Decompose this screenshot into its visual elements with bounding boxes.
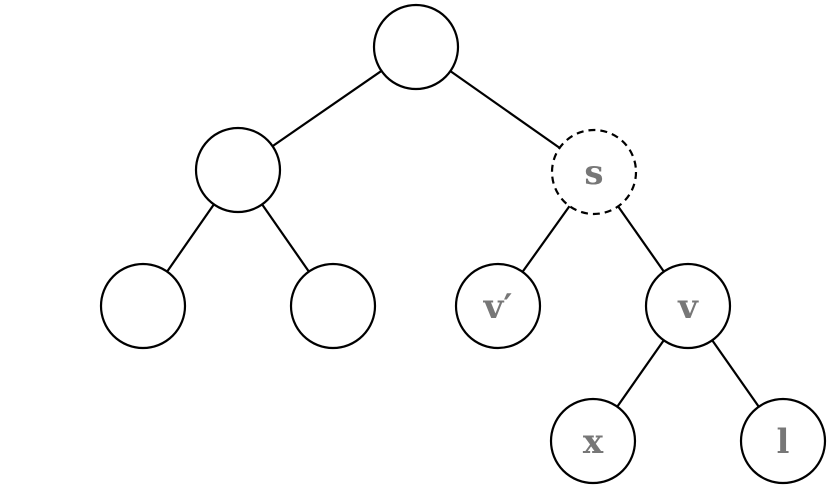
edge-v-to-l xyxy=(711,339,760,408)
edge-root-to-left xyxy=(271,69,383,148)
tree-nodes: s v′ v x l xyxy=(99,3,827,485)
node-left-right xyxy=(289,262,377,350)
edge-left-to-left-right xyxy=(261,203,310,273)
node-l: l xyxy=(739,397,827,485)
node-label-x: x xyxy=(583,422,604,462)
edge-left-to-left-left xyxy=(166,203,215,273)
edge-s-to-v xyxy=(617,205,665,273)
edge-root-to-s xyxy=(449,70,561,149)
node-circle-v xyxy=(644,262,732,350)
node-label-l: l xyxy=(777,422,790,462)
node-circle-x xyxy=(549,397,637,485)
node-v: v xyxy=(644,262,732,350)
node-label-v-prime: v′ xyxy=(483,287,513,327)
tree-edges xyxy=(166,69,760,408)
node-left xyxy=(194,126,282,214)
edge-s-to-v-prime xyxy=(521,205,571,273)
edge-v-to-x xyxy=(616,339,665,408)
node-label-s: s xyxy=(584,153,603,193)
node-circle-s xyxy=(550,128,638,216)
node-circle-left-left xyxy=(99,262,187,350)
node-circle-l xyxy=(739,397,827,485)
node-left-left xyxy=(99,262,187,350)
node-label-v: v xyxy=(677,287,699,327)
node-circle-left-right xyxy=(289,262,377,350)
node-root xyxy=(372,3,460,91)
node-circle-root xyxy=(372,3,460,91)
node-circle-v-prime xyxy=(454,262,542,350)
node-v-prime: v′ xyxy=(454,262,542,350)
node-s: s xyxy=(550,128,638,216)
node-x: x xyxy=(549,397,637,485)
node-circle-left xyxy=(194,126,282,214)
